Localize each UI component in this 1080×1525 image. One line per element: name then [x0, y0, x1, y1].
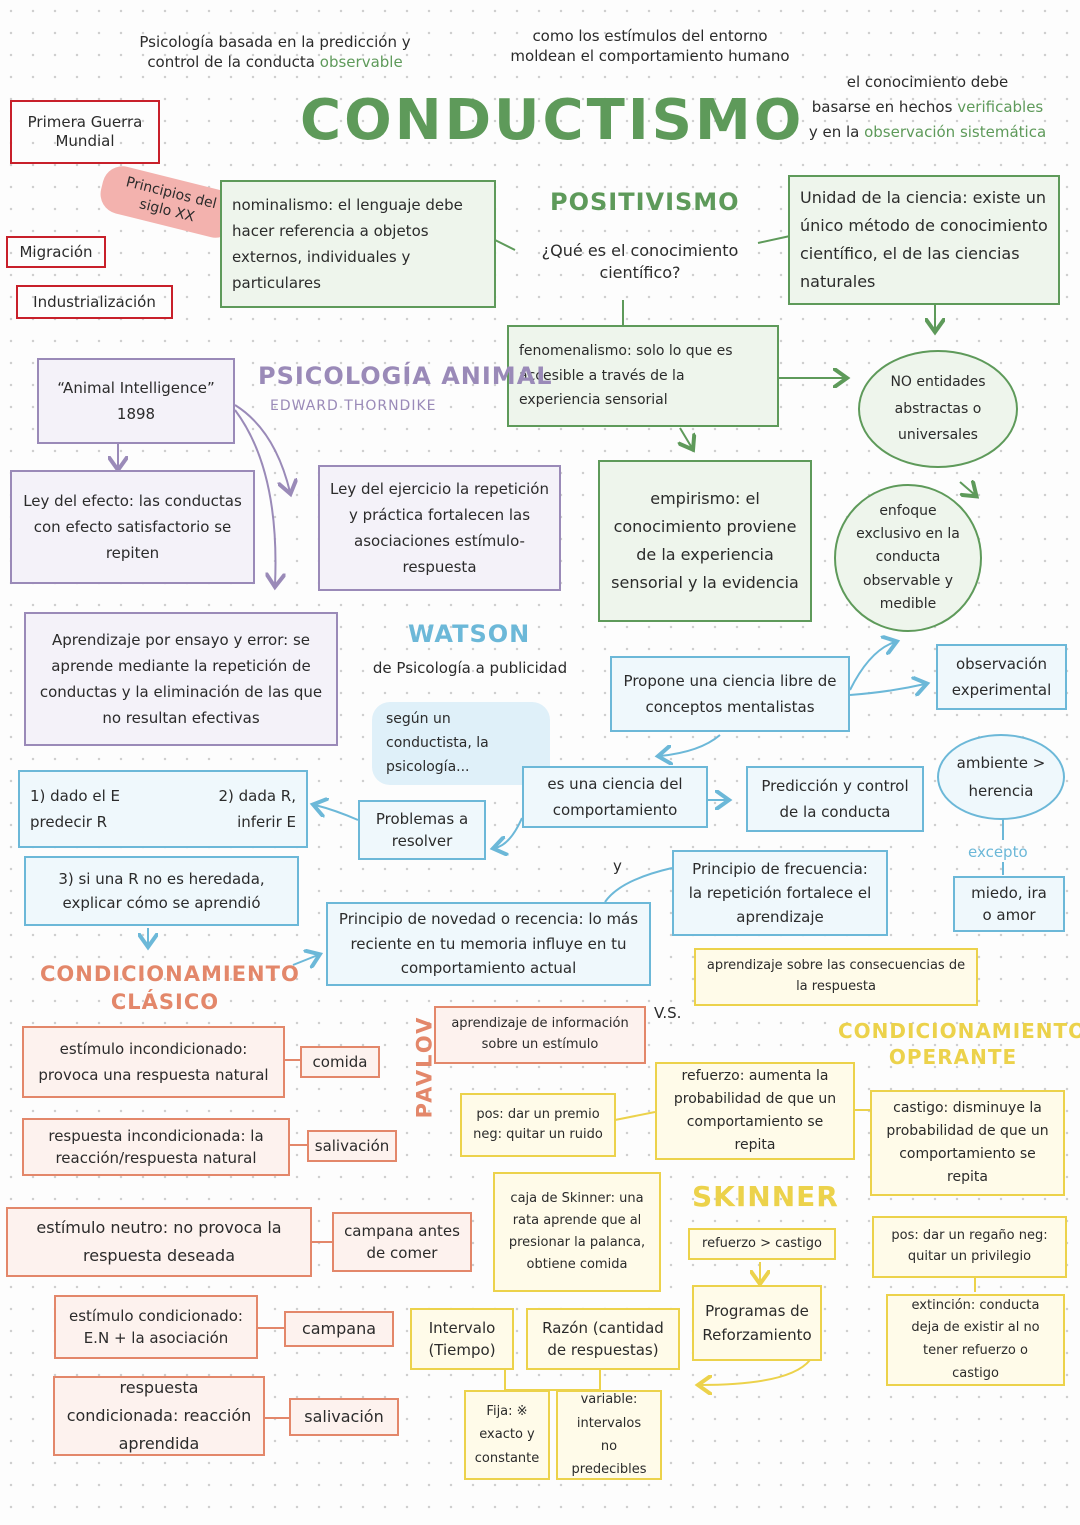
prediccion-box: Predicción y control de la conducta — [746, 766, 924, 832]
ley-efecto-box: Ley del efecto: las conductas con efecto… — [10, 470, 255, 584]
top-center-note: como los estímulos del entorno moldean e… — [460, 26, 840, 67]
vs-label: V.S. — [654, 1004, 682, 1022]
ei-box: estímulo incondicionado: provoca una res… — [22, 1026, 285, 1098]
top-right-line3: y en la observación sistemática — [780, 120, 1075, 145]
refuerzo-box: refuerzo: aumenta la probabilidad de que… — [655, 1062, 855, 1160]
top-right-line2-pre: basarse en hechos — [811, 97, 958, 116]
top-right-line2: basarse en hechos verificables — [780, 95, 1075, 120]
novedad-box: Principio de novedad o recencia: lo más … — [326, 902, 651, 986]
ri-example: salivación — [307, 1130, 397, 1162]
watson-subtitle: de Psicología a publicidad — [372, 659, 568, 677]
pavlov-label: PAVLOV — [412, 1015, 437, 1119]
extincion-box: extinción: conducta deja de existir al n… — [886, 1294, 1065, 1386]
ciencia-comportamiento-box: es una ciencia del comportamiento — [522, 766, 708, 828]
ensayo-error-box: Aprendizaje por ensayo y error: se apren… — [24, 612, 338, 746]
problema-1: 1) dado el E predecir R — [30, 786, 120, 831]
observacion-box: observación experimental — [936, 644, 1067, 710]
refuerzo-ejemplos-box: pos: dar un premio neg: quitar un ruido — [460, 1093, 616, 1157]
watson-title: WATSON — [408, 620, 531, 648]
excepto-label: excepto — [968, 843, 1028, 861]
top-left-line2: control de la conducta observable — [105, 52, 445, 72]
caja-skinner-box: caja de Skinner: una rata aprende que al… — [493, 1172, 661, 1292]
consecuencias-box: aprendizaje sobre las consecuencias de l… — [694, 948, 978, 1006]
ei-example: comida — [300, 1046, 380, 1078]
fija-box: Fija: ※ exacto y constante — [464, 1390, 550, 1480]
top-right-line3-pre: y en la — [808, 122, 865, 141]
problema-2: 2) dada R, inferir E — [218, 786, 296, 831]
top-right-accent1: verificables — [957, 97, 1044, 116]
frecuencia-box: Principio de frecuencia: la repetición f… — [672, 850, 888, 936]
top-right-note: el conocimiento debe basarse en hechos v… — [780, 70, 1075, 144]
positivismo-question: ¿Qué es el conocimiento científico? — [541, 241, 739, 282]
ec-example: campana — [284, 1311, 394, 1347]
ec-box: estímulo condicionado: E.N + la asociaci… — [54, 1295, 258, 1359]
unidad-ciencia-box: Unidad de la ciencia: existe un único mé… — [788, 175, 1060, 305]
top-right-line1: el conocimiento debe — [846, 73, 1009, 91]
enfoque-circle: enfoque exclusivo en la conducta observa… — [834, 484, 982, 632]
variable-box: variable: intervalos no predecibles — [556, 1390, 662, 1480]
top-right-accent2: observación sistemática — [864, 122, 1047, 141]
context-industrializacion: Industrialización — [16, 285, 173, 319]
top-left-line2-pre: control de la conducta — [147, 53, 320, 72]
fenomenalismo-box: fenomenalismo: solo lo que es accesible … — [507, 325, 779, 427]
page-title: CONDUCTISMO — [300, 88, 805, 153]
no-entidades-circle: NO entidades abstractas o universales — [858, 350, 1018, 468]
operante-title: CONDICIONAMIENTO OPERANTE — [838, 1019, 1080, 1069]
castigo-ejemplos-box: pos: dar un regaño neg: quitar un privil… — [872, 1216, 1067, 1278]
nominalismo-box: nominalismo: el lenguaje debe hacer refe… — [220, 180, 496, 308]
skinner-title: SKINNER — [692, 1180, 839, 1213]
en-box: estímulo neutro: no provoca la respuesta… — [6, 1207, 312, 1277]
y-connector: y — [613, 857, 622, 875]
positivismo-title: POSITIVISMO — [550, 188, 740, 216]
intervalo-box: Intervalo (Tiempo) — [410, 1308, 514, 1370]
ley-ejercicio-box: Ley del ejercicio la repetición y prácti… — [318, 465, 561, 591]
top-left-note: Psicología basada en la predicción y con… — [105, 32, 445, 73]
animal-title: PSICOLOGÍA ANIMAL — [258, 362, 553, 390]
watson-segun: según un conductista, la psicología... — [372, 702, 550, 786]
animal-author: EDWARD THORNDIKE — [270, 398, 437, 414]
en-example: campana antes de comer — [332, 1212, 472, 1272]
clasico-title: CONDICIONAMIENTO CLÁSICO — [40, 962, 300, 1015]
aprendizaje-info-box: aprendizaje de información sobre un estí… — [434, 1006, 646, 1064]
context-migracion: Migración — [6, 236, 106, 268]
context-primera-guerra: Primera Guerra Mundial — [10, 100, 160, 164]
problema-3-box: 3) si una R no es heredada, explicar cóm… — [24, 856, 299, 926]
castigo-box: castigo: disminuye la probabilidad de qu… — [870, 1090, 1065, 1196]
propone-box: Propone una ciencia libre de conceptos m… — [610, 656, 850, 732]
refuerzo-castigo-box: refuerzo > castigo — [688, 1228, 836, 1260]
programas-box: Programas de Reforzamiento — [692, 1285, 822, 1361]
top-left-line1: Psicología basada en la predicción y — [139, 33, 411, 51]
rc-example: salivación — [289, 1398, 399, 1436]
top-center-line1: como los estímulos del entorno — [532, 27, 768, 45]
problemas-1-2-box: 1) dado el E predecir R 2) dada R, infer… — [18, 770, 308, 848]
rc-box: respuesta condicionada: reacción aprendi… — [53, 1376, 265, 1456]
animal-intelligence-box: “Animal Intelligence” 1898 — [37, 358, 235, 444]
miedo-box: miedo, ira o amor — [953, 876, 1065, 932]
ambiente-circle: ambiente > herencia — [937, 734, 1065, 820]
empirismo-box: empirismo: el conocimiento proviene de l… — [598, 460, 812, 622]
razon-box: Razón (cantidad de respuestas) — [526, 1308, 680, 1370]
top-center-line2: moldean el comportamiento humano — [510, 47, 790, 66]
top-left-accent: observable — [319, 53, 403, 72]
ri-box: respuesta incondicionada: la reacción/re… — [22, 1118, 290, 1176]
problemas-box: Problemas a resolver — [358, 800, 486, 860]
